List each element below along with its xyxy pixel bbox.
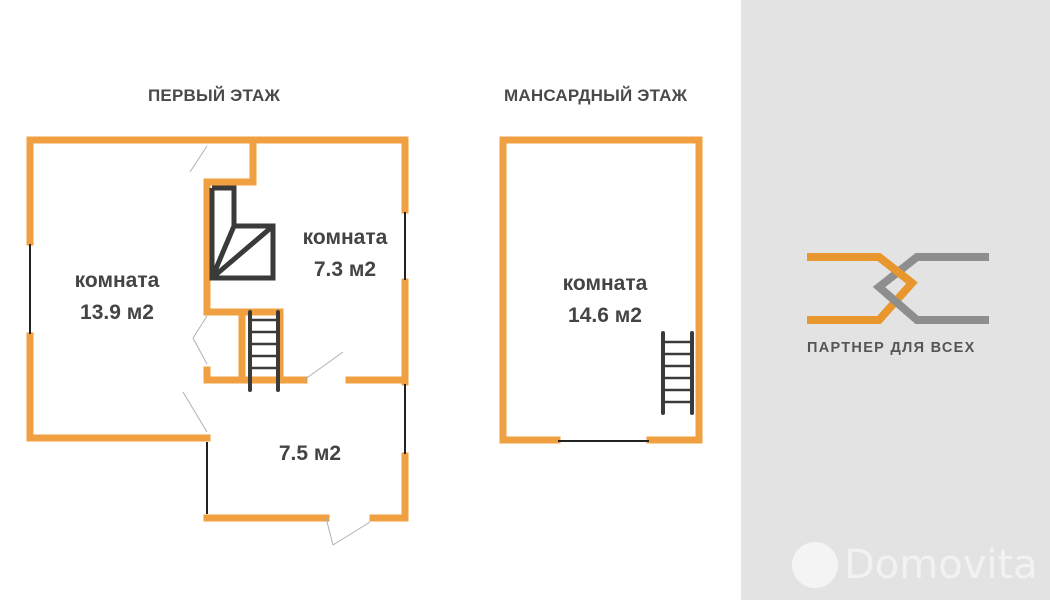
domovita-logo-icon <box>792 542 838 588</box>
attic-floor-walls <box>499 136 703 444</box>
spiral-stair-icon <box>209 185 276 281</box>
first-floor-windows <box>29 212 406 514</box>
door-swings <box>182 145 371 546</box>
domovita-brand-text: Domovita <box>844 542 1038 588</box>
room-name: комната <box>562 272 648 295</box>
ladder-icon <box>248 310 280 392</box>
partner-logo-icon <box>807 253 989 324</box>
room-area: 14.6 м2 <box>568 304 642 327</box>
side-panel: ПАРТНЕР ДЛЯ ВСЕХ Domovita <box>741 0 1050 600</box>
first-floor-title: ПЕРВЫЙ ЭТАЖ <box>148 86 281 105</box>
domovita-watermark: Domovita <box>792 540 1038 590</box>
room-label-14-6: комната 14.6 м2 <box>540 268 670 332</box>
room-name: комната <box>74 269 160 292</box>
floor-plan-drawing <box>26 136 703 546</box>
room-label-7-5: 7.5 м2 <box>245 438 375 470</box>
room-name: комната <box>302 226 388 249</box>
room-area: 13.9 м2 <box>80 301 154 324</box>
room-label-7-3: комната 7.3 м2 <box>280 222 410 286</box>
room-area: 7.5 м2 <box>278 442 342 465</box>
room-area: 7.3 м2 <box>313 258 377 281</box>
attic-ladder-icon <box>661 331 694 415</box>
partner-slogan: ПАРТНЕР ДЛЯ ВСЕХ <box>807 340 976 356</box>
attic-floor-title: МАНСАРДНЫЙ ЭТАЖ <box>504 86 688 105</box>
room-label-13-9: комната 13.9 м2 <box>52 265 182 329</box>
first-floor-walls <box>26 136 409 522</box>
